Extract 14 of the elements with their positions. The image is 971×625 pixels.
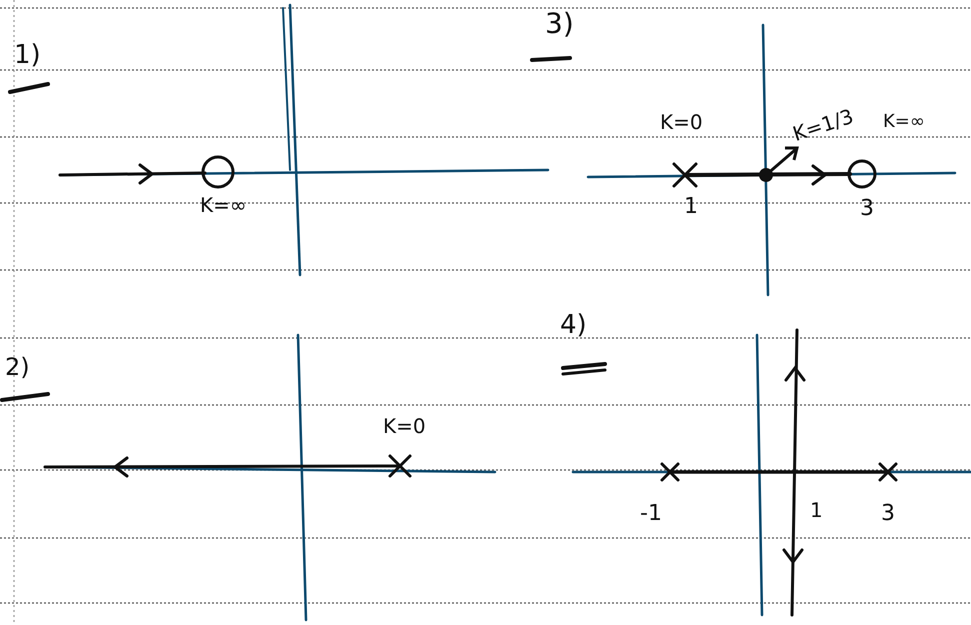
gain-label: K=0 <box>383 416 426 436</box>
gain-label: K=∞ <box>883 113 925 131</box>
axis-value: -1 <box>640 503 662 525</box>
gain-label: K=∞ <box>200 195 247 215</box>
panel-number: 4) <box>560 312 587 338</box>
panel-number: 2) <box>5 355 30 379</box>
panel-number: 3) <box>545 10 574 38</box>
axis-value: 1 <box>684 196 698 218</box>
gain-label: K=1/3 <box>790 106 856 144</box>
axis-value: 1 <box>810 500 823 520</box>
axis-value: 3 <box>881 503 895 525</box>
axis-value: 3 <box>860 198 874 220</box>
gain-label: K=0 <box>660 112 703 132</box>
panel-number: 1) <box>14 42 41 68</box>
